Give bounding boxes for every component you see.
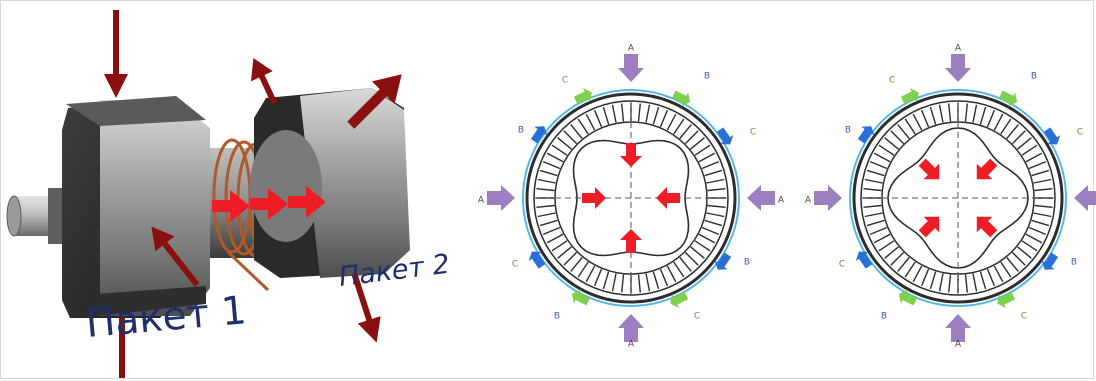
phase-label-c-1: C — [562, 76, 568, 86]
phase-label-c-3: C — [839, 260, 845, 270]
phase-label-c-1: C — [889, 76, 895, 86]
phase-label-a-right: A — [778, 196, 785, 206]
phase-label-a-top: A — [955, 44, 962, 54]
phase-label-c-2: C — [1077, 128, 1083, 138]
phase-label-b-1: B — [704, 72, 710, 82]
phase-label-a-left: A — [805, 196, 812, 206]
phase-label-b-1: B — [1031, 72, 1037, 82]
phase-a-arrow — [618, 314, 644, 342]
stator-diagram-left: A A A A B B B B C C C C — [478, 44, 785, 350]
packet-2 — [250, 88, 410, 278]
phase-a-arrow — [814, 185, 842, 211]
phase-label-a-top: A — [628, 44, 635, 54]
stator-diagram-right: AAAABBBBCCCC — [805, 44, 1096, 350]
phase-label-b-4: B — [554, 312, 560, 322]
phase-label-a-left: A — [478, 196, 485, 206]
phase-a-arrow — [487, 185, 515, 211]
phase-label-b-3: B — [744, 258, 750, 268]
phase-a-arrow — [618, 54, 644, 82]
phase-label-c-2: C — [750, 128, 756, 138]
phase-label-c-3: C — [512, 260, 518, 270]
phase-label-b-4: B — [881, 312, 887, 322]
phase-label-c-4: C — [694, 312, 700, 322]
phase-a-arrow — [1074, 185, 1096, 211]
phase-a-arrow — [747, 185, 775, 211]
phase-a-arrow — [945, 54, 971, 82]
phase-label-b-3: B — [1071, 258, 1077, 268]
phase-label-b-2: B — [845, 126, 851, 136]
phase-a-arrow — [945, 314, 971, 342]
phase-label-a-bottom: A — [628, 340, 635, 350]
packet-1 — [62, 96, 210, 318]
phase-label-c-4: C — [1021, 312, 1027, 322]
arrow-down-top — [104, 10, 128, 98]
phase-label-a-bottom: A — [955, 340, 962, 350]
phase-label-b-2: B — [518, 126, 524, 136]
